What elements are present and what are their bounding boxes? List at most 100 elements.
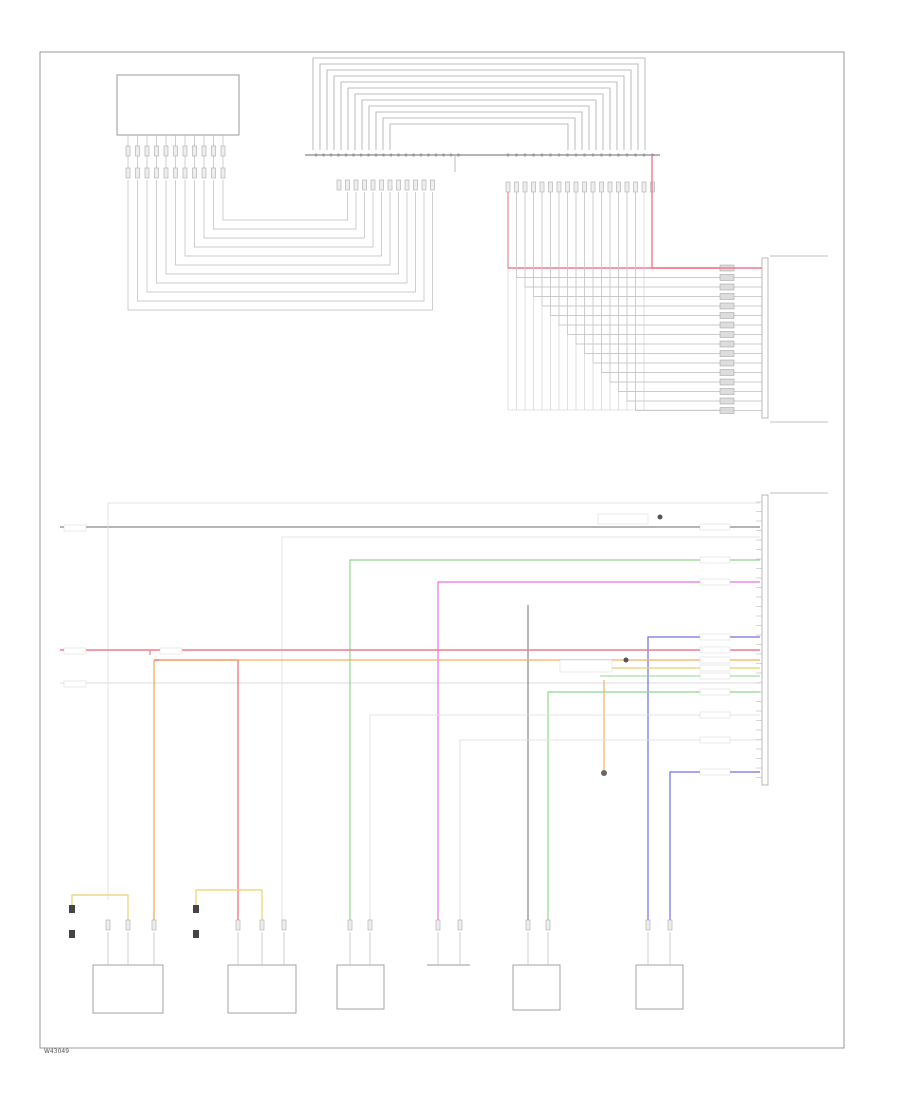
routed-wire	[194, 180, 374, 248]
wire-tag	[699, 633, 731, 641]
routed-wire	[550, 192, 735, 316]
component-pin	[545, 919, 551, 931]
wire-tag	[699, 646, 731, 654]
terminal-marker	[193, 905, 199, 913]
bus-node	[367, 153, 370, 157]
component-pin	[457, 919, 463, 931]
wire-tag	[159, 647, 183, 655]
module-pin-upper	[144, 145, 150, 157]
module-pin	[163, 167, 169, 179]
splice-label-box	[597, 513, 649, 525]
bus-pin	[599, 181, 604, 193]
routed-wire	[635, 192, 735, 411]
nested-bus-loop	[333, 75, 625, 150]
bus-node	[532, 153, 535, 157]
nested-bus-loop	[319, 63, 639, 150]
nested-bus-loop	[312, 57, 646, 150]
routed-wire	[213, 180, 357, 230]
bus-node	[540, 153, 544, 157]
module-pin-upper	[182, 145, 188, 157]
green-wire	[349, 559, 760, 925]
light-wire	[369, 714, 760, 925]
wire-tag	[699, 578, 731, 586]
wire-tag	[63, 680, 87, 688]
wire-tag	[63, 524, 87, 532]
module-pin	[135, 167, 140, 179]
terminal-marker	[193, 930, 199, 938]
routed-wire	[175, 180, 391, 266]
center-pin	[413, 179, 418, 191]
wire-tag	[719, 321, 735, 329]
bus-node	[412, 153, 415, 157]
routed-wire	[567, 192, 735, 335]
bus-node	[557, 153, 561, 157]
routed-wire	[516, 192, 735, 278]
footer-code: W43049	[44, 1048, 69, 1055]
module-pin-upper	[211, 145, 216, 157]
connector-body	[761, 494, 769, 786]
diagram-frame	[39, 51, 845, 1049]
bus-node	[515, 153, 518, 157]
wire-tag	[719, 302, 735, 310]
component-box	[227, 964, 297, 1014]
component-pin	[235, 919, 241, 931]
bus-node	[352, 153, 355, 157]
bus-node	[566, 153, 569, 157]
bus-pin	[505, 181, 511, 193]
nested-bus-loop	[368, 105, 590, 150]
routed-wire	[601, 192, 735, 373]
wire-tag	[699, 711, 731, 719]
wire-tag	[699, 672, 731, 680]
routed-wire	[203, 180, 365, 239]
routed-wire	[541, 192, 735, 307]
center-pin	[404, 179, 410, 191]
wire-tag	[719, 378, 735, 386]
bus-node	[617, 153, 620, 157]
routed-wire	[222, 180, 348, 221]
center-pin	[387, 179, 393, 191]
bus-node	[625, 153, 629, 157]
magenta-wire	[437, 581, 760, 925]
bus-node	[397, 153, 400, 157]
bus-node	[642, 153, 646, 157]
terminal-marker	[69, 905, 75, 913]
component-pin	[259, 919, 265, 931]
routed-wire	[584, 192, 735, 354]
bus-node	[404, 153, 408, 157]
nested-bus-loop	[347, 87, 611, 150]
component-box	[635, 964, 684, 1010]
yellow-wire	[195, 889, 263, 925]
top-left-module-pins	[125, 135, 435, 311]
module-pin-upper	[192, 145, 197, 157]
bus-node	[419, 153, 423, 157]
wire-tag	[699, 688, 731, 696]
wire-tag	[719, 312, 735, 319]
bus-pin	[556, 181, 562, 193]
module-pin-upper	[173, 145, 178, 157]
bus-node	[457, 153, 460, 157]
connector-body	[761, 257, 769, 419]
bus-node	[549, 153, 552, 157]
bus-pin	[607, 181, 613, 193]
wire-tag	[699, 664, 731, 672]
bus-pin	[641, 181, 647, 193]
nested-bus-loop	[382, 117, 576, 150]
bus-node	[382, 153, 385, 157]
component-box	[92, 964, 164, 1014]
center-pin	[421, 179, 427, 191]
routed-wire	[558, 192, 735, 326]
terminal-marker	[69, 930, 75, 938]
wire-tag	[719, 388, 735, 395]
wire-tag	[699, 656, 731, 664]
bus-node	[344, 153, 348, 157]
component-pin	[667, 919, 673, 931]
component-pin	[525, 919, 531, 931]
routed-wire	[524, 192, 735, 288]
nested-bus-loop	[389, 123, 569, 150]
component-pin	[281, 919, 287, 931]
wire-tag	[719, 331, 735, 338]
module-pin-upper	[163, 145, 169, 157]
nested-bus-loop	[361, 99, 597, 150]
wire-tag	[719, 293, 735, 300]
